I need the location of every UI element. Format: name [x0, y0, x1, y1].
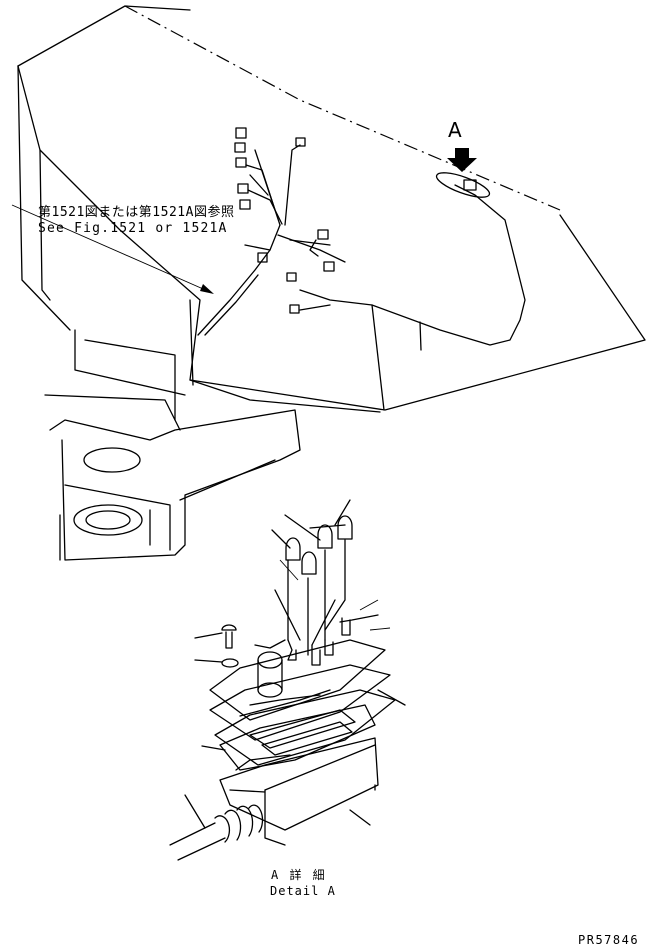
machine-body-outline — [17, 5, 646, 431]
wiring-harness — [197, 127, 526, 346]
switch-panel-exploded — [169, 499, 406, 861]
callout-arrow-icon — [447, 148, 477, 172]
part-leaders — [279, 559, 391, 631]
base-pedestal — [49, 409, 301, 561]
detail-caption-jp: A 詳 細 — [271, 868, 327, 882]
reference-text-jp: 第1521図または第1521A図参照 — [38, 205, 235, 220]
reference-leader-arrowhead — [200, 284, 214, 294]
detail-caption-en: Detail A — [270, 884, 336, 898]
reference-text-en: See Fig.1521 or 1521A — [38, 221, 228, 236]
callout-label: A — [448, 118, 462, 142]
drawing-number: PR57846 — [578, 933, 640, 947]
reference-leader — [11, 204, 211, 293]
